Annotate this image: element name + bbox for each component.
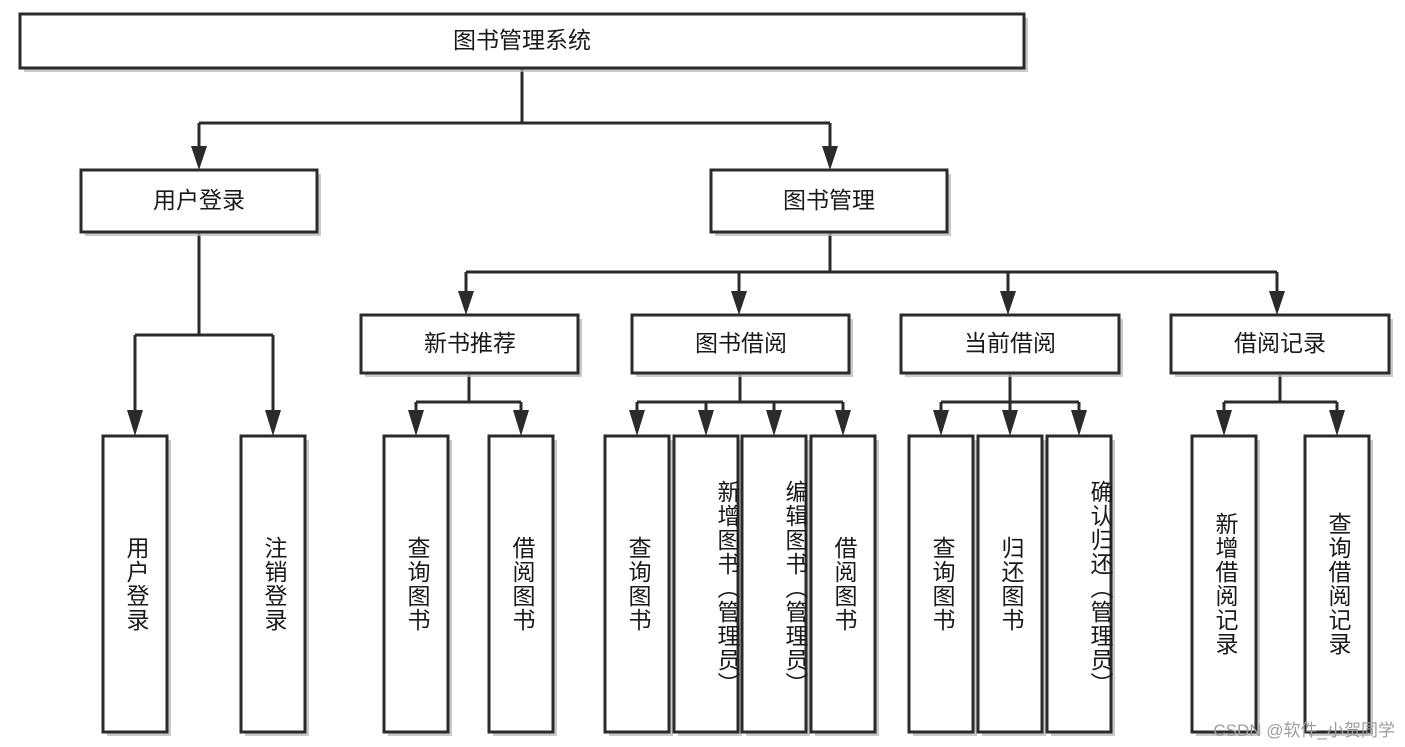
arrowhead-leaf-add-record	[1216, 410, 1232, 436]
arrowhead-leaf-user-login	[127, 410, 143, 436]
leaf-user-logout-box[interactable]	[239, 434, 307, 734]
book-borrow-node-label: 图书借阅	[695, 330, 787, 356]
leaf-borrow-book-1-box[interactable]	[487, 434, 555, 734]
arrowhead-book-borrow	[731, 291, 747, 315]
leaf-user-login-box[interactable]	[101, 434, 169, 734]
arrowhead-leaf-add-book	[698, 410, 714, 436]
leaf-borrow-book-2-box[interactable]	[809, 434, 877, 734]
current-borrow-node-box[interactable]	[899, 313, 1121, 375]
borrow-record-node-label: 借阅记录	[1234, 330, 1326, 356]
new-book-recommend-node-box[interactable]	[359, 313, 580, 375]
watermark-text: CSDN @软件_小贺同学	[1213, 721, 1395, 740]
leaf-query-book-3-box[interactable]	[907, 434, 975, 734]
arrowhead-new-book-recommend	[458, 291, 474, 315]
book-manage-node-box[interactable]	[709, 168, 949, 234]
arrowhead-leaf-query-record	[1329, 410, 1345, 436]
leaf-add-book-box[interactable]	[672, 434, 740, 734]
leaf-confirm-return-box[interactable]	[1045, 434, 1113, 734]
root-node-box[interactable]	[18, 12, 1026, 70]
book-borrow-node-box[interactable]	[630, 313, 851, 375]
user-login-node-box[interactable]	[79, 168, 319, 234]
leaf-return-book-box[interactable]	[976, 434, 1044, 734]
leaf-query-record-box[interactable]	[1303, 434, 1371, 734]
arrowhead-leaf-edit-book	[766, 410, 782, 436]
arrowhead-current-borrow	[1000, 291, 1016, 315]
arrowhead-borrow-record	[1269, 291, 1285, 315]
leaf-edit-book-box[interactable]	[740, 434, 808, 734]
leaf-add-record-box[interactable]	[1190, 434, 1258, 734]
book-manage-node-label: 图书管理	[783, 187, 875, 213]
arrowhead-leaf-query-book-2	[629, 410, 645, 436]
arrowhead-user-login	[191, 146, 207, 170]
edge-layer	[127, 68, 1345, 436]
arrowhead-leaf-query-book-3	[933, 410, 949, 436]
current-borrow-node-label: 当前借阅	[964, 330, 1056, 356]
leaf-query-book-2-box[interactable]	[603, 434, 671, 734]
new-book-recommend-node-label: 新书推荐	[424, 330, 516, 356]
borrow-record-node-box[interactable]	[1169, 313, 1391, 375]
arrowhead-leaf-borrow-book-1	[513, 410, 529, 436]
arrowhead-leaf-user-logout	[265, 410, 281, 436]
user-login-node-label: 用户登录	[153, 187, 245, 213]
arrowhead-leaf-query-book-1	[408, 410, 424, 436]
node-layer: 图书管理系统 用户登录 图书管理 新书推荐 图书借阅 当前借阅 借阅记录	[18, 12, 1393, 736]
root-node-label: 图书管理系统	[453, 27, 591, 53]
arrowhead-leaf-return-book	[1002, 410, 1018, 436]
arrowhead-book-manage	[822, 146, 838, 170]
arrowhead-leaf-borrow-book-2	[835, 410, 851, 436]
leaf-query-book-1-box[interactable]	[382, 434, 450, 734]
arrowhead-leaf-confirm-return	[1071, 410, 1087, 436]
